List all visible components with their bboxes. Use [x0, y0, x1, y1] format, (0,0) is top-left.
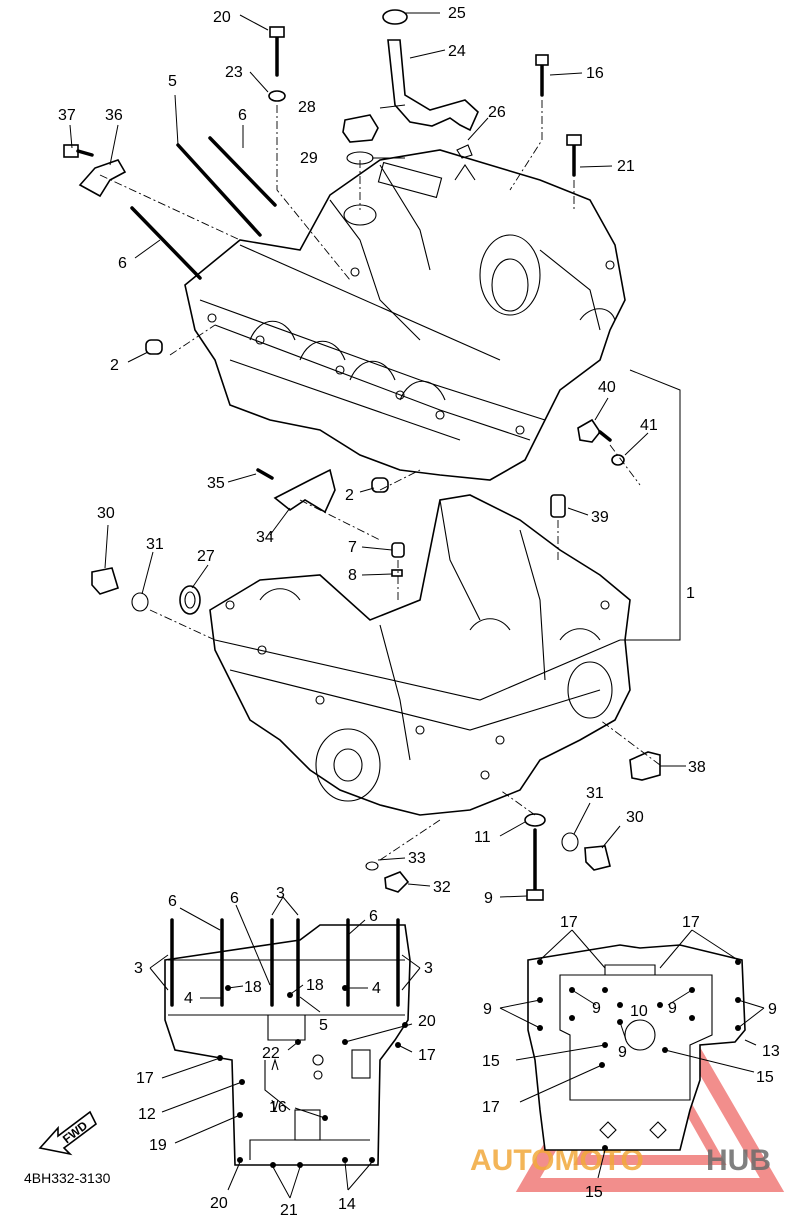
callout-29: 29 — [300, 150, 318, 167]
right-callout-15-left: 15 — [482, 1053, 500, 1070]
callout-32: 32 — [433, 879, 451, 896]
left-callout-17-b: 17 — [136, 1070, 154, 1087]
left-callout-6-a: 6 — [168, 893, 177, 910]
bottom-view-right: 17 17 9 9 10 9 9 9 13 15 15 17 15 — [482, 914, 780, 1201]
callout-6-left: 6 — [118, 255, 127, 272]
right-callout-9-inner-right: 9 — [668, 1000, 677, 1017]
left-callout-4-a: 4 — [184, 990, 193, 1007]
left-callout-12: 12 — [138, 1106, 156, 1123]
left-callout-14: 14 — [338, 1196, 356, 1213]
upper-crankcase — [184, 149, 626, 481]
alignment-lines — [99, 100, 661, 861]
bottom-view-left: 6 6 3 6 3 3 4 18 18 4 5 20 17 22 17 12 1… — [134, 885, 436, 1219]
right-callout-9-right: 9 — [768, 1001, 777, 1018]
watermark-word-hub: HUB — [706, 1144, 771, 1177]
right-callout-15-bottom: 15 — [585, 1184, 603, 1201]
callout-9: 9 — [484, 890, 493, 907]
callout-21: 21 — [617, 158, 635, 175]
left-callout-17-a: 17 — [418, 1047, 436, 1064]
left-callout-3-top: 3 — [276, 885, 285, 902]
left-callout-19: 19 — [149, 1137, 167, 1154]
callout-41: 41 — [640, 417, 658, 434]
left-callout-21: 21 — [280, 1202, 298, 1219]
small-parts — [63, 9, 661, 901]
left-callout-22: 22 — [262, 1045, 280, 1062]
callout-20: 20 — [213, 9, 231, 26]
callout-11: 11 — [474, 829, 491, 846]
callout-5: 5 — [168, 73, 177, 90]
callout-23: 23 — [225, 64, 243, 81]
callout-35: 35 — [207, 475, 225, 492]
callout-2-upper: 2 — [110, 357, 119, 374]
right-callout-9-left: 9 — [483, 1001, 492, 1018]
left-callout-6-c: 6 — [369, 908, 378, 925]
right-callout-17-b: 17 — [682, 914, 700, 931]
callout-16: 16 — [586, 65, 604, 82]
left-callout-18-b: 18 — [306, 977, 324, 994]
callout-30-left: 30 — [97, 505, 115, 522]
callout-25: 25 — [448, 5, 466, 22]
right-callout-17-a: 17 — [560, 914, 578, 931]
callout-8: 8 — [348, 567, 357, 584]
left-callout-4-b: 4 — [372, 980, 381, 997]
right-callout-10: 10 — [630, 1003, 648, 1020]
callout-7: 7 — [348, 539, 357, 556]
callout-36: 36 — [105, 107, 123, 124]
forward-arrow: FWD — [38, 1110, 98, 1156]
callout-27: 27 — [197, 548, 215, 565]
left-callout-20-b: 20 — [210, 1195, 228, 1212]
left-callout-3-left: 3 — [134, 960, 143, 977]
callout-2-lower: 2 — [345, 487, 354, 504]
callout-40: 40 — [598, 379, 616, 396]
right-callout-13: 13 — [762, 1043, 780, 1060]
callout-34: 34 — [256, 529, 274, 546]
callout-28: 28 — [298, 99, 316, 116]
right-callout-9-center: 9 — [618, 1044, 627, 1061]
right-callout-17-c: 17 — [482, 1099, 500, 1116]
callouts-exploded: 20 23 25 24 26 28 29 16 21 5 6 6 37 36 2… — [58, 5, 706, 907]
callout-26: 26 — [488, 104, 506, 121]
right-callout-9-inner-left: 9 — [592, 1000, 601, 1017]
part-code: 4BH332-3130 — [24, 1170, 111, 1186]
leader-lines — [69, 12, 686, 898]
left-callout-20-a: 20 — [418, 1013, 436, 1030]
left-callout-3-right: 3 — [424, 960, 433, 977]
callout-33: 33 — [408, 850, 426, 867]
callout-31-right: 31 — [586, 785, 604, 802]
callout-39: 39 — [591, 509, 609, 526]
callout-24: 24 — [448, 43, 466, 60]
lower-crankcase — [209, 494, 631, 816]
callout-30-right: 30 — [626, 809, 644, 826]
left-callout-16: 16 — [269, 1099, 287, 1116]
callout-6-top: 6 — [238, 107, 247, 124]
callout-38: 38 — [688, 759, 706, 776]
callout-31-left: 31 — [146, 536, 164, 553]
callout-37: 37 — [58, 107, 76, 124]
right-callout-15-right: 15 — [756, 1069, 774, 1086]
left-callout-6-b: 6 — [230, 890, 239, 907]
left-callout-18-a: 18 — [244, 979, 262, 996]
callout-1: 1 — [686, 585, 695, 602]
left-callout-5: 5 — [319, 1017, 328, 1034]
